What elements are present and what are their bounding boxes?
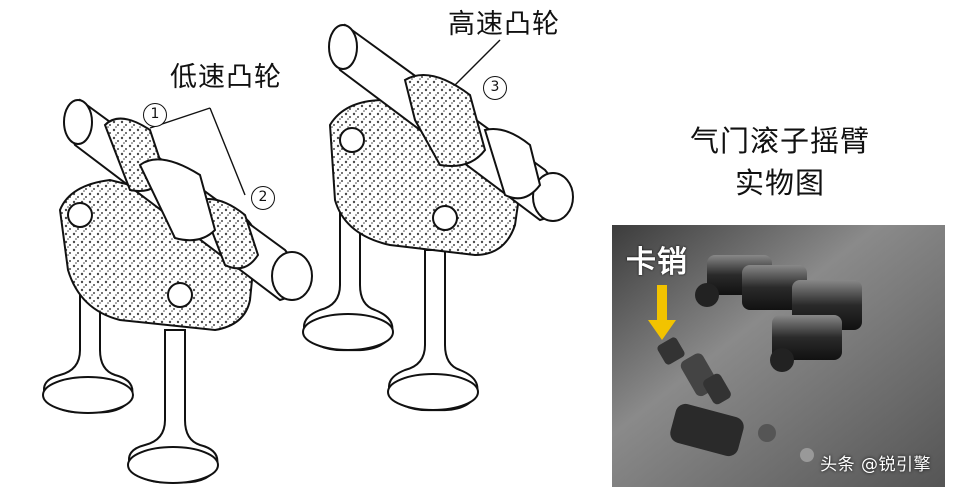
roller-rocker-photo: 卡销 头条 @锐引擎 — [612, 225, 945, 487]
left-valve-1 — [42, 229, 134, 414]
marker-3: 3 — [483, 76, 507, 100]
photo-caption-line1: 气门滚子摇臂 — [689, 124, 870, 158]
photo-illustration — [612, 225, 945, 487]
pins-photo — [657, 337, 731, 405]
right-camshaft — [328, 23, 574, 222]
photo-caption-line2: 实物图 — [734, 166, 825, 200]
high-speed-leader — [454, 39, 501, 86]
left-valve-2 — [127, 329, 219, 484]
watermark: 头条 @锐引擎 — [820, 455, 931, 475]
rocker-arms-photo — [695, 255, 862, 372]
photo-caption: 气门滚子摇臂 实物图 — [640, 120, 920, 204]
left-camshaft — [63, 98, 313, 302]
marker-1: 1 — [143, 103, 167, 127]
right-valve-2 — [387, 249, 479, 412]
right-valve-1 — [302, 179, 394, 352]
spring-parts-photo — [670, 403, 814, 462]
marker-2: 2 — [251, 186, 275, 210]
low-speed-cam-label: 低速凸轮 — [170, 62, 282, 93]
high-speed-cam-label: 高速凸轮 — [448, 9, 560, 40]
yellow-arrow — [648, 285, 676, 340]
pin-callout: 卡销 — [626, 245, 688, 280]
